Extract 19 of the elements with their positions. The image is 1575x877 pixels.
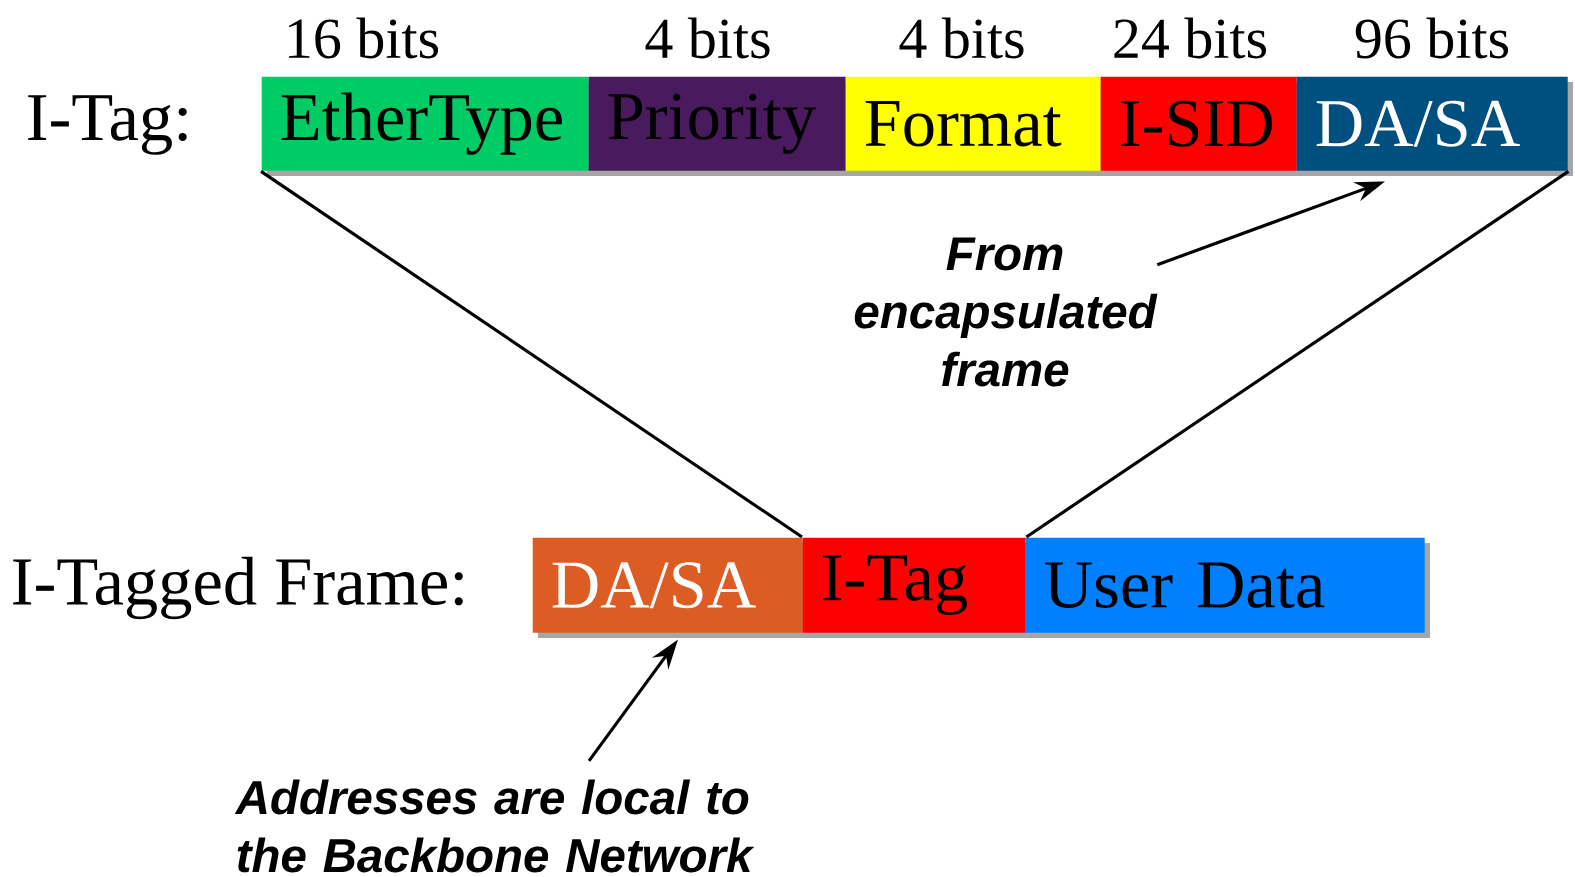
expansion-line (260, 170, 803, 539)
bit-width-label: 4 bits (899, 17, 1024, 59)
field-box: I-SID (1100, 76, 1302, 176)
field-box: Format (845, 76, 1106, 176)
field-box: I-Tag (802, 537, 1031, 638)
field-box: Priority (588, 76, 851, 176)
annotation-text: From encapsulated frame (854, 237, 1158, 387)
field-box: DA/SA (532, 537, 808, 638)
field-box: User Data (1025, 537, 1430, 638)
annotation-text: Addresses are local to the Backbone Network (234, 779, 755, 873)
expansion-line (1025, 170, 1570, 539)
bit-width-label: 4 bits (645, 17, 770, 59)
field-box: EtherType (261, 76, 594, 176)
field-box: DA/SA (1296, 76, 1573, 176)
bit-width-label: 24 bits (1114, 17, 1267, 59)
row-label: I-Tag: (28, 95, 187, 155)
bit-width-label: 96 bits (1355, 17, 1509, 59)
row-label: I-Tagged Frame: (13, 556, 463, 620)
bit-width-label: 16 bits (288, 17, 439, 59)
